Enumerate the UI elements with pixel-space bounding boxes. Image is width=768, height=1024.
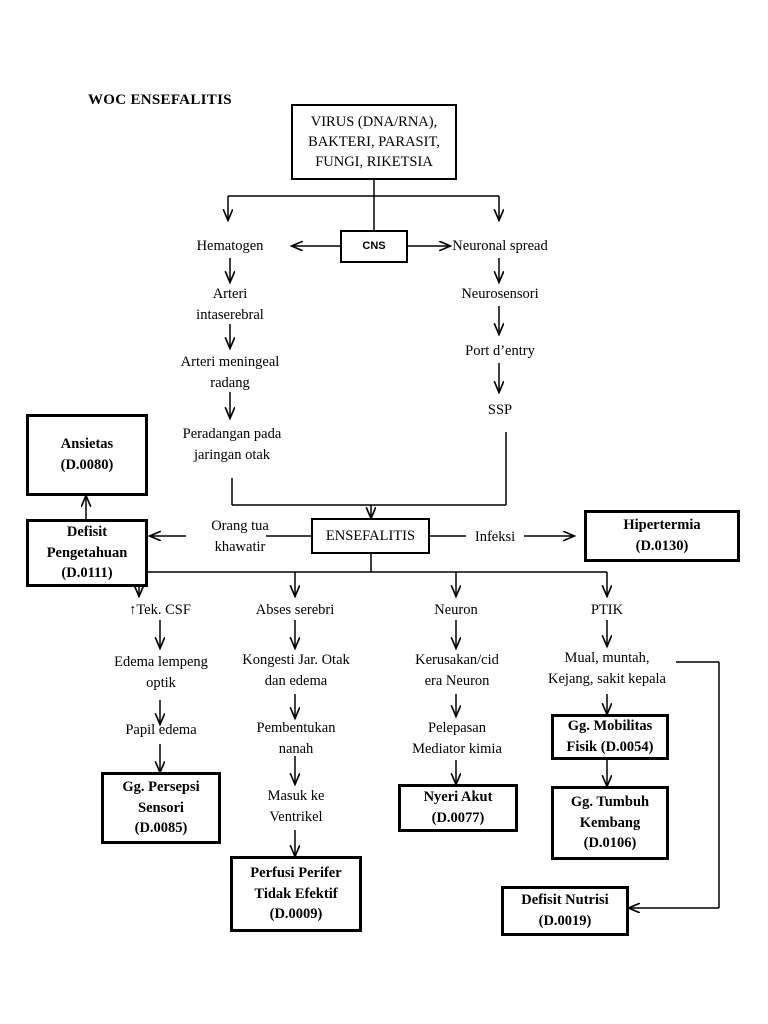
- node-port-dentry: Port d’entry: [465, 343, 535, 359]
- diagnosis-hipertermia: Hipertermia (D.0130): [584, 510, 740, 562]
- node-gejala-ptik: Mual, muntah, Kejang, sakit kepala: [548, 650, 666, 688]
- node-tek-csf: ↑Tek. CSF: [129, 602, 191, 618]
- node-pembentukan-nanah: Pembentukan nanah: [256, 720, 336, 758]
- node-edema-lempeng-optik: Edema lempeng optik: [114, 654, 208, 692]
- node-kerusakan-neuron: Kerusakan/cid era Neuron: [415, 652, 499, 690]
- cns-box: CNS: [340, 230, 408, 263]
- node-neuronal-spread: Neuronal spread: [452, 238, 548, 254]
- node-arteri-intaserebral: Arteri intaserebral: [196, 286, 264, 324]
- node-masuk-ke-ventrikel: Masuk ke Ventrikel: [267, 788, 325, 826]
- node-neuron: Neuron: [434, 602, 478, 618]
- node-peradangan-jaringan-otak: Peradangan pada jaringan otak: [182, 426, 282, 464]
- label-infeksi: Infeksi: [474, 529, 516, 545]
- diagnosis-ansietas: Ansietas (D.0080): [26, 414, 148, 496]
- node-hematogen: Hematogen: [196, 238, 264, 254]
- node-kongesti-jar-otak: Kongesti Jar. Otak dan edema: [242, 652, 350, 690]
- ensefalitis-box: ENSEFALITIS: [311, 518, 430, 554]
- diagnosis-gg-persepsi-sensori: Gg. Persepsi Sensori (D.0085): [101, 772, 221, 844]
- node-papil-edema: Papil edema: [125, 722, 197, 738]
- page-title: WOC ENSEFALITIS: [88, 92, 232, 108]
- node-arteri-meningeal-radang: Arteri meningeal radang: [180, 354, 280, 392]
- etiology-box: VIRUS (DNA/RNA), BAKTERI, PARASIT, FUNGI…: [291, 104, 457, 180]
- label-orang-tua-khawatir: Orang tua khawatir: [211, 518, 269, 556]
- node-neurosensori: Neurosensori: [461, 286, 539, 302]
- diagnosis-gg-tumbuh-kembang: Gg. Tumbuh Kembang (D.0106): [551, 786, 669, 860]
- diagnosis-perfusi-perifer: Perfusi Perifer Tidak Efektif (D.0009): [230, 856, 362, 932]
- node-pelepasan-mediator-kimia: Pelepasan Mediator kimia: [412, 720, 502, 758]
- node-ptik: PTIK: [590, 602, 624, 618]
- diagnosis-nyeri-akut: Nyeri Akut (D.0077): [398, 784, 518, 832]
- diagnosis-defisit-nutrisi: Defisit Nutrisi (D.0019): [501, 886, 629, 936]
- node-abses-serebri: Abses serebri: [255, 602, 335, 618]
- diagnosis-gg-mobilitas-fisik: Gg. Mobilitas Fisik (D.0054): [551, 714, 669, 760]
- node-ssp: SSP: [487, 402, 513, 418]
- diagnosis-defisit-pengetahuan: Defisit Pengetahuan (D.0111): [26, 519, 148, 587]
